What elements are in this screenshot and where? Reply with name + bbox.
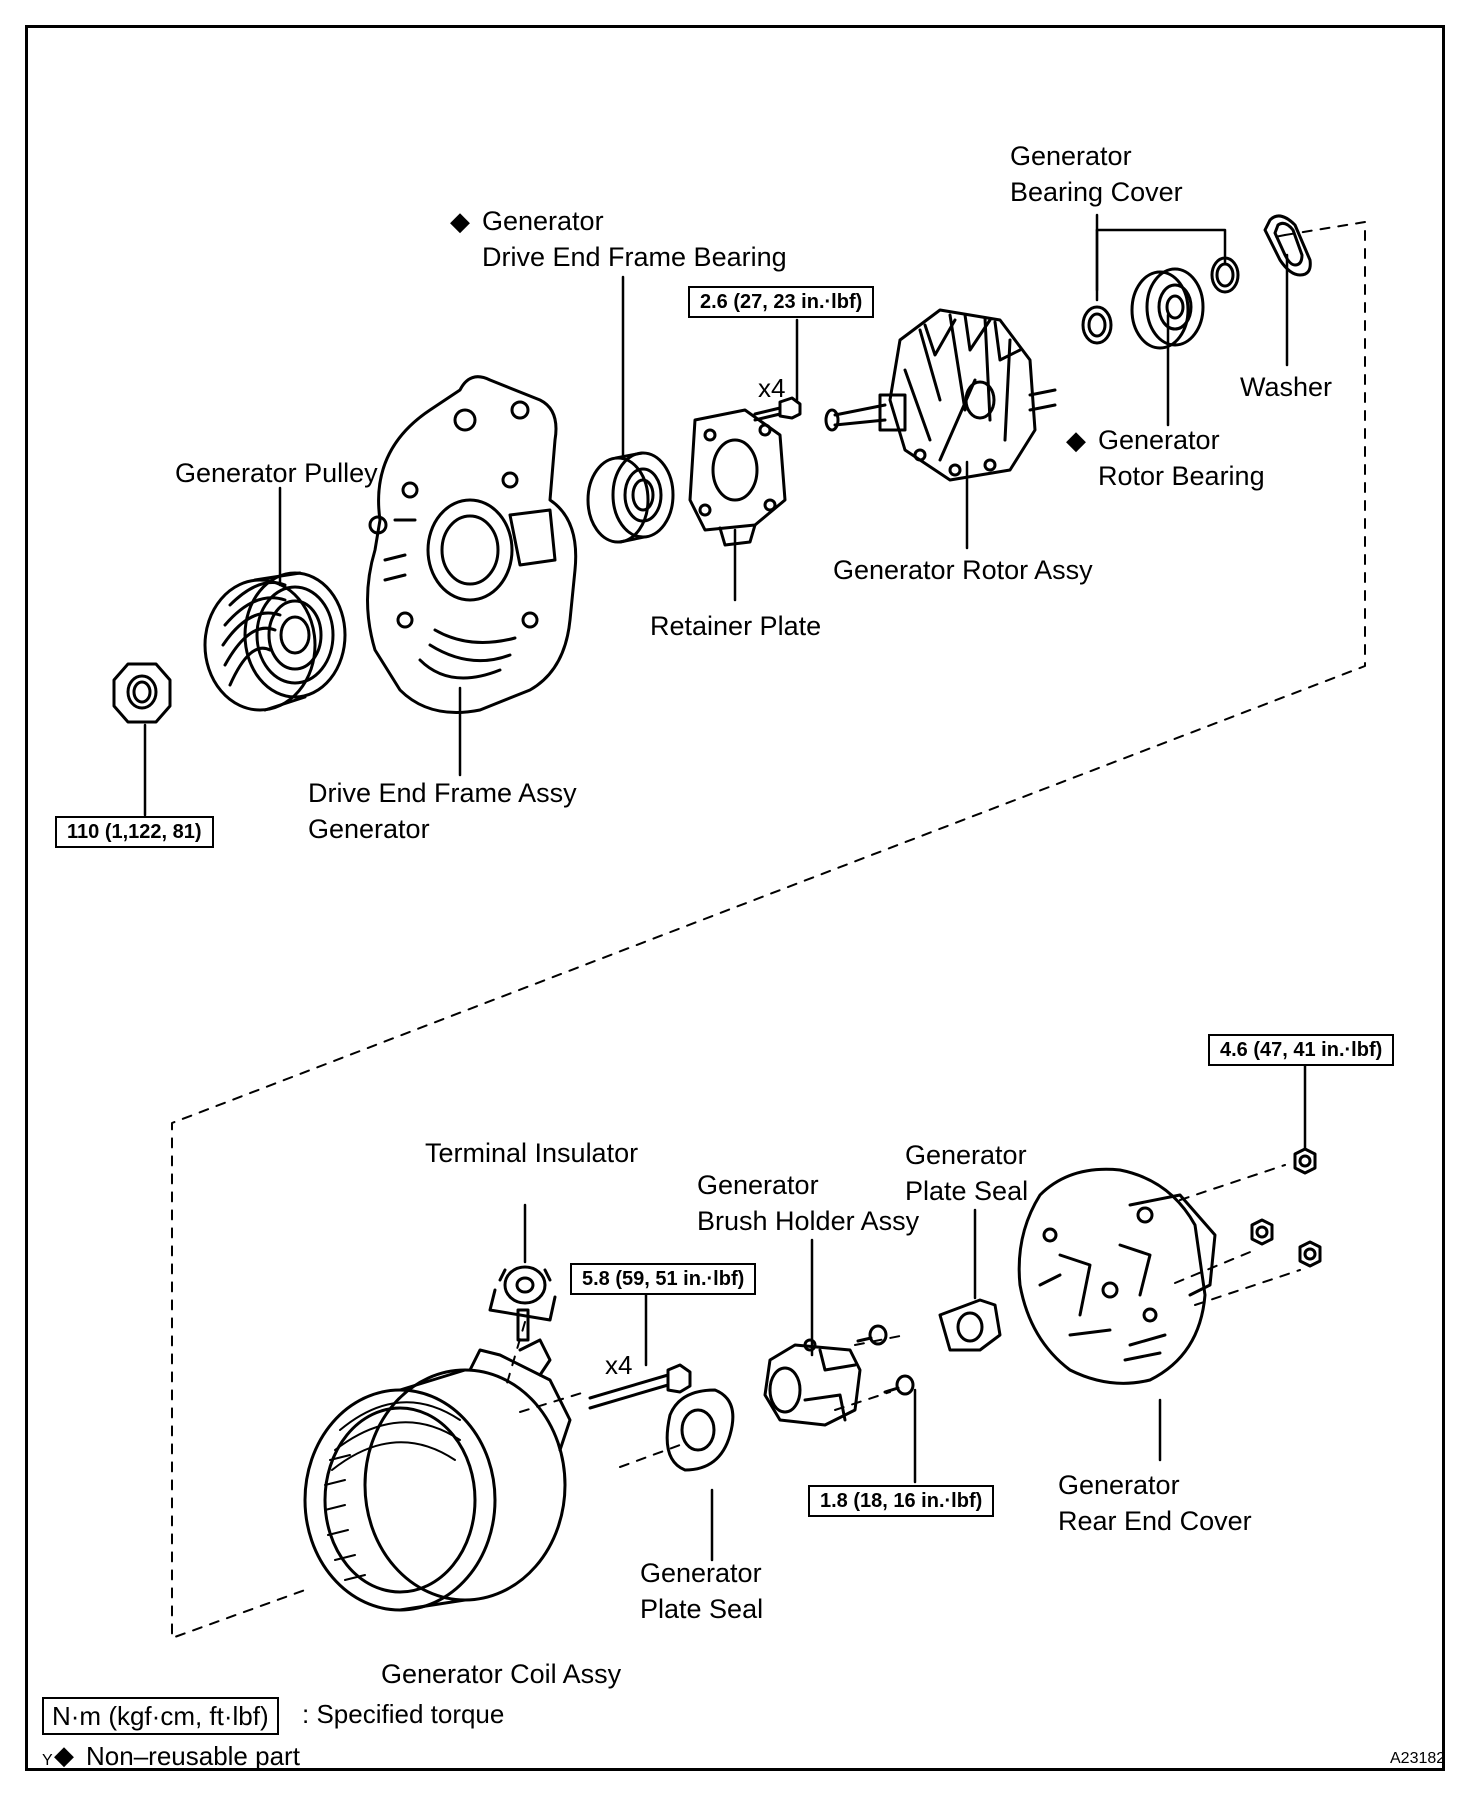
- label-terminal-insulator: Terminal Insulator: [425, 1138, 639, 1168]
- legend-torque-desc: : Specified torque: [302, 1699, 505, 1729]
- brush-holder-screw-lower: [883, 1374, 915, 1396]
- washer-part: [1263, 214, 1312, 277]
- bearing-cover-right: [1210, 256, 1240, 294]
- rear-cover-nut-3: [1298, 1240, 1322, 1268]
- torque-retainer-bolts: 2.6 (27, 23 in.·lbf): [688, 286, 875, 318]
- rear-end-cover: [1017, 1167, 1217, 1385]
- figure-id: A23182: [1390, 1750, 1446, 1767]
- drive-end-frame: [366, 375, 578, 714]
- torque-pulley-nut: 110 (1,122, 81): [55, 816, 214, 848]
- retainer-bolt: [753, 396, 802, 422]
- diagram-frame: [25, 25, 1445, 1771]
- torque-brush-holder-screw: 1.8 (18, 16 in.·lbf): [808, 1485, 995, 1517]
- qty-through-bolts: x4: [605, 1350, 633, 1380]
- assembly-axis-lines: [171, 221, 1366, 1639]
- pulley-nut: [112, 662, 172, 724]
- non-reusable-marker-rotor-bearing: ◆: [1066, 425, 1086, 455]
- generator-coil: [303, 1308, 572, 1612]
- qty-retainer-bolts: x4: [758, 373, 786, 403]
- legend-prefix: Y: [42, 1752, 53, 1769]
- label-rotor-assy: Generator Rotor Assy: [833, 555, 1093, 585]
- rear-cover-nut-2: [1250, 1218, 1274, 1246]
- generator-pulley: [203, 571, 347, 712]
- bearing-cover-left: [1081, 305, 1113, 345]
- legend-torque-unit: N·m (kgf·cm, ft·lbf): [42, 1697, 279, 1735]
- brush-holder-screw-upper: [856, 1324, 888, 1346]
- label-washer: Washer: [1240, 372, 1333, 402]
- rotor-bearing: [1130, 267, 1205, 350]
- torque-through-bolts: 5.8 (59, 51 in.·lbf): [570, 1263, 757, 1295]
- legend-non-reusable: Non–reusable part: [86, 1741, 300, 1771]
- plate-seal-upper: [938, 1298, 1002, 1352]
- label-drive-end-frame-bearing-line2: Drive End Frame Bearing: [482, 242, 787, 272]
- torque-rear-cover-nut: 4.6 (47, 41 in.·lbf): [1208, 1034, 1395, 1066]
- rear-cover-nut-1: [1293, 1147, 1317, 1175]
- plate-seal-lower: [665, 1388, 735, 1472]
- label-retainer-plate: Retainer Plate: [650, 611, 822, 641]
- retainer-plate: [688, 408, 787, 547]
- non-reusable-marker-drive-bearing: ◆: [450, 206, 470, 236]
- label-drive-end-frame-bearing: Generator: [482, 206, 604, 236]
- legend-non-reusable-marker: ◆: [54, 1740, 74, 1770]
- drive-end-frame-bearing: [586, 451, 675, 544]
- generator-rotor: [824, 308, 1057, 482]
- brush-holder: [763, 1338, 862, 1427]
- terminal-insulator: [488, 1265, 557, 1322]
- through-bolt: [588, 1363, 692, 1410]
- label-generator-pulley: Generator Pulley: [175, 458, 378, 488]
- label-coil-assy: Generator Coil Assy: [381, 1659, 622, 1689]
